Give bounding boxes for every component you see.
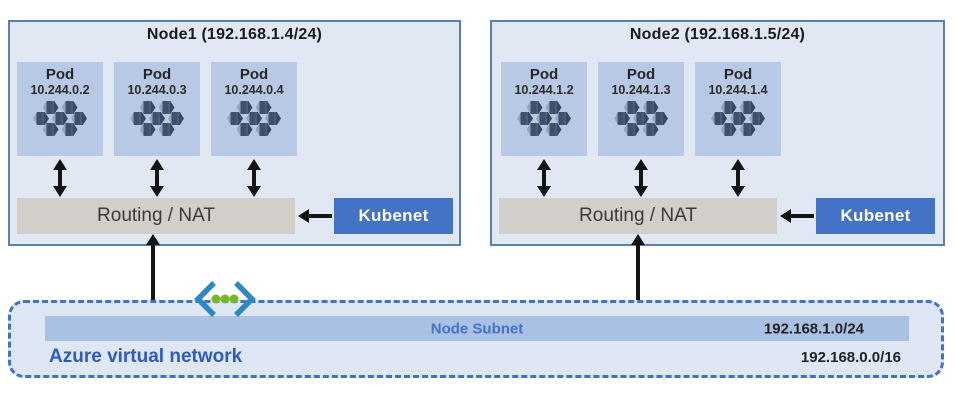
node1-pod-3: Pod 10.244.0.4 <box>211 62 297 156</box>
pod1-routing-arrow <box>537 159 551 197</box>
routing-nat-box: Routing / NAT <box>499 198 777 234</box>
node2-pod-2: Pod 10.244.1.3 <box>598 62 684 156</box>
pod3-routing-arrow <box>731 159 745 197</box>
pod-label: Pod <box>723 66 753 83</box>
pod-icon-row <box>623 101 659 114</box>
pod-icon <box>501 101 587 136</box>
pod-icon-row <box>526 123 562 136</box>
pod3-routing-arrow <box>247 159 261 197</box>
pod1-routing-arrow <box>53 159 67 197</box>
pod-icon-row <box>236 123 272 136</box>
pod-icon-row <box>711 112 765 125</box>
pod-icon-row <box>42 101 78 114</box>
pod-icon <box>211 101 297 136</box>
pod-label: Pod <box>45 66 75 83</box>
pod-ip: 10.244.0.3 <box>127 83 187 97</box>
node1-pod-1: Pod 10.244.0.2 <box>17 62 103 156</box>
pod-icon-row <box>720 101 756 114</box>
pod-label: Pod <box>142 66 172 83</box>
pod-ip: 10.244.1.3 <box>611 83 671 97</box>
pod-label: Pod <box>529 66 559 83</box>
pod2-routing-arrow <box>150 159 164 197</box>
pod-icon-row <box>517 112 571 125</box>
pod-icon-row <box>139 123 175 136</box>
kubenet-routing-arrow <box>298 209 332 223</box>
node1-box: Node1 (192.168.1.4/24) Pod 10.244.0.2 Po… <box>8 20 461 246</box>
pod-icon-row <box>526 101 562 114</box>
azure-vnet-box: Node Subnet 192.168.1.0/24 Azure virtual… <box>8 300 944 378</box>
pod-icon-row <box>623 123 659 136</box>
pod-ip: 10.244.1.4 <box>708 83 768 97</box>
node2-title: Node2 (192.168.1.5/24) <box>629 26 806 43</box>
pod-icon <box>695 101 781 136</box>
azure-vnet-cidr: 192.168.0.0/16 <box>800 349 901 366</box>
node2-box: Node2 (192.168.1.5/24) Pod 10.244.1.2 Po… <box>490 20 945 246</box>
node1-title: Node1 (192.168.1.4/24) <box>146 26 323 43</box>
pod-label: Pod <box>239 66 269 83</box>
kubenet-box: Kubenet <box>334 198 453 234</box>
pod-icon-row <box>614 112 668 125</box>
pod-icon-row <box>130 112 184 125</box>
node1-pod-2: Pod 10.244.0.3 <box>114 62 200 156</box>
pod2-routing-arrow <box>634 159 648 197</box>
pod-icon-row <box>236 101 272 114</box>
pod-icon-row <box>33 112 87 125</box>
azure-vnet-label: Azure virtual network <box>49 346 243 367</box>
kubenet-routing-arrow <box>780 209 814 223</box>
pod-icon-row <box>720 123 756 136</box>
pod-icon <box>598 101 684 136</box>
routing-nat-box: Routing / NAT <box>17 198 295 234</box>
vnet-icon <box>194 281 256 317</box>
pod-icon-row <box>227 112 281 125</box>
pod-icon <box>114 101 200 136</box>
pod-icon-row <box>42 123 78 136</box>
node-subnet-label: Node Subnet <box>430 320 524 337</box>
pod-icon <box>17 101 103 136</box>
kubenet-box: Kubenet <box>816 198 935 234</box>
pod-ip: 10.244.0.4 <box>224 83 284 97</box>
node-subnet-bar: Node Subnet 192.168.1.0/24 <box>45 316 909 341</box>
node-subnet-cidr: 192.168.1.0/24 <box>763 320 864 337</box>
node2-pod-1: Pod 10.244.1.2 <box>501 62 587 156</box>
pod-label: Pod <box>626 66 656 83</box>
pod-ip: 10.244.1.2 <box>514 83 574 97</box>
node2-pod-3: Pod 10.244.1.4 <box>695 62 781 156</box>
pod-icon-row <box>139 101 175 114</box>
pod-ip: 10.244.0.2 <box>30 83 90 97</box>
